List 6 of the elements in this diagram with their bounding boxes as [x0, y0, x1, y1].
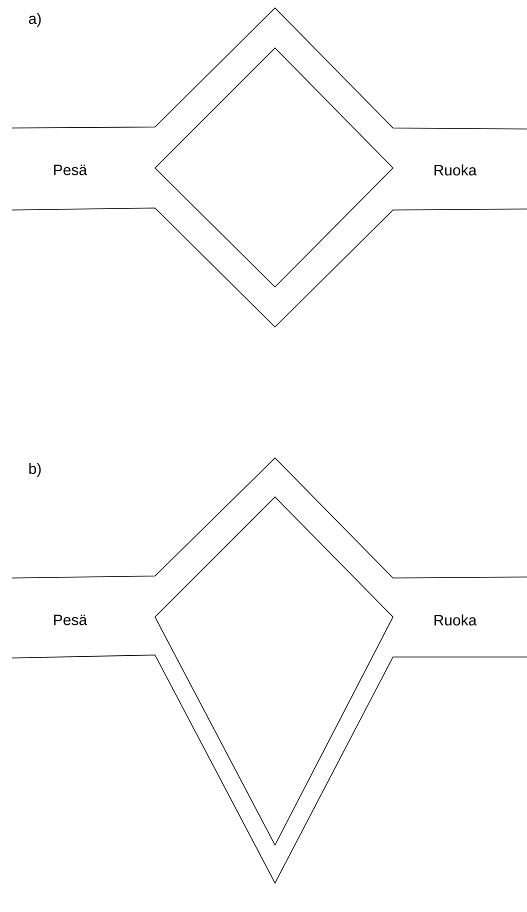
place-label: Pesä: [54, 614, 88, 626]
panel-label: a): [28, 13, 41, 27]
panel-label: b): [29, 463, 41, 477]
place-label: Pesä: [54, 164, 88, 176]
place-label: Ruoka: [434, 164, 477, 176]
place-label: Ruoka: [434, 614, 477, 626]
